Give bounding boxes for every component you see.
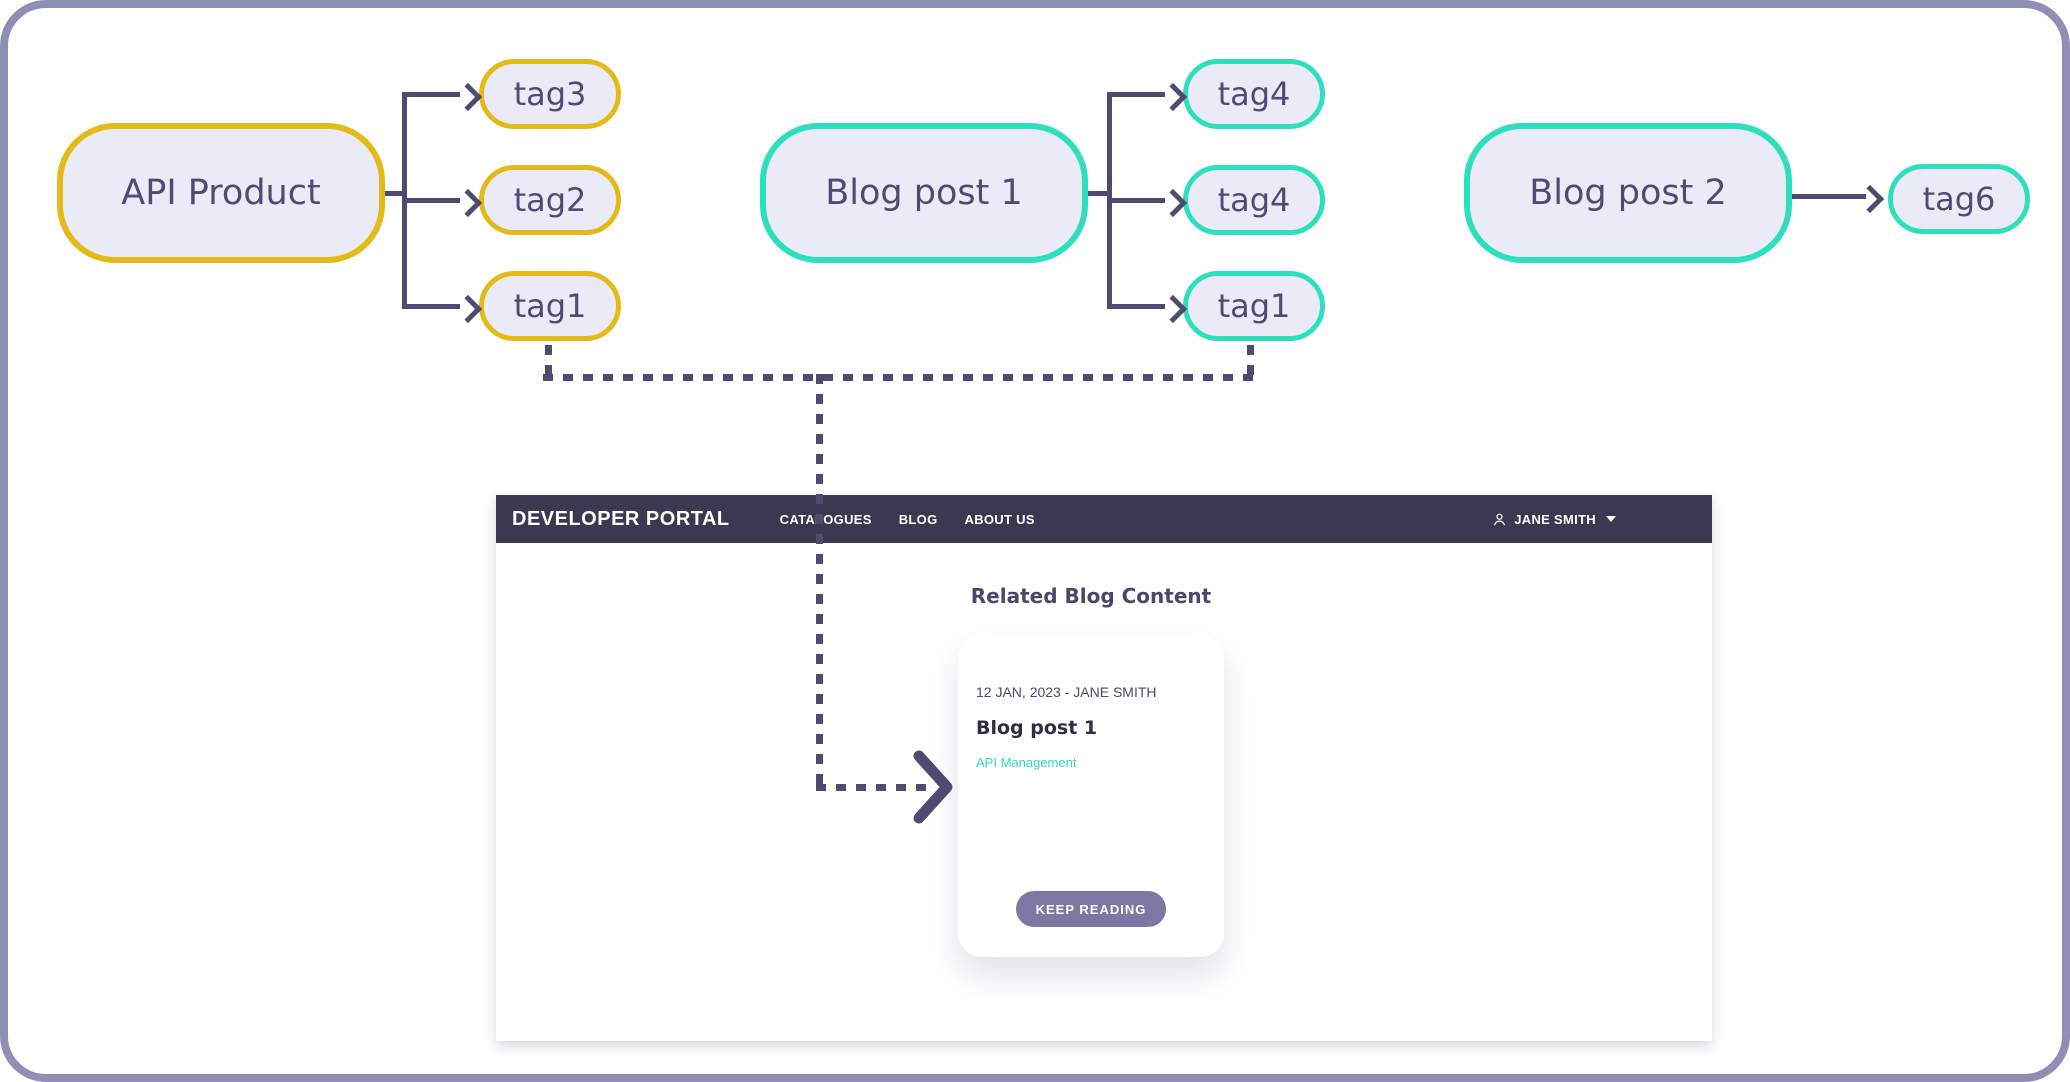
tag-pill: tag3 <box>479 59 621 129</box>
connector-line <box>1107 198 1165 203</box>
node-label: API Product <box>121 173 321 213</box>
tag-label: tag4 <box>1217 75 1291 113</box>
portal-navbar: DEVELOPER PORTAL CATALOGUES BLOG ABOUT U… <box>496 495 1712 543</box>
user-name: JANE SMITH <box>1514 511 1596 527</box>
node-blog-post-1: Blog post 1 <box>760 123 1088 263</box>
connector-line <box>1792 194 1866 199</box>
node-label: Blog post 1 <box>825 173 1023 213</box>
connector-line <box>1107 92 1165 97</box>
nav-item-about-us[interactable]: ABOUT US <box>964 511 1035 527</box>
connector-line <box>402 198 460 203</box>
tag-label: tag4 <box>1217 181 1291 219</box>
keep-reading-button[interactable]: KEEP READING <box>1016 891 1166 927</box>
tag-label: tag1 <box>513 287 587 325</box>
dotted-connector <box>545 345 552 381</box>
portal-brand[interactable]: DEVELOPER PORTAL <box>512 507 730 530</box>
nav-item-catalogues[interactable]: CATALOGUES <box>779 511 872 527</box>
tag-pill: tag4 <box>1183 59 1325 129</box>
tag-label: tag1 <box>1217 287 1291 325</box>
connector-line <box>402 304 460 309</box>
user-menu[interactable]: JANE SMITH <box>1492 512 1616 527</box>
tag-pill: tag2 <box>479 165 621 235</box>
node-api-product: API Product <box>57 123 385 263</box>
tag-pill: tag1 <box>479 271 621 341</box>
portal-nav-menu: CATALOGUES BLOG ABOUT US <box>780 512 1035 527</box>
node-label: Blog post 2 <box>1529 173 1727 213</box>
blog-card-title: Blog post 1 <box>976 717 1098 739</box>
arrowhead-icon <box>1855 184 1885 214</box>
arrowhead-icon <box>453 82 483 112</box>
arrowhead-icon <box>453 188 483 218</box>
blog-card: 12 JAN, 2023 - JANE SMITH Blog post 1 AP… <box>958 635 1224 957</box>
dotted-arrow-head-icon <box>913 750 953 824</box>
blog-card-meta: 12 JAN, 2023 - JANE SMITH <box>976 684 1157 700</box>
connector-line <box>1088 191 1112 196</box>
dotted-connector <box>1247 345 1254 381</box>
tag-pill: tag4 <box>1183 165 1325 235</box>
user-icon <box>1494 513 1506 525</box>
tag-pill: tag1 <box>1183 271 1325 341</box>
node-blog-post-2: Blog post 2 <box>1464 123 1792 263</box>
tag-label: tag2 <box>513 181 587 219</box>
tag-label: tag6 <box>1922 180 1996 218</box>
tag-label: tag3 <box>513 75 587 113</box>
connector-line <box>402 92 460 97</box>
tag-pill: tag6 <box>1888 164 2030 234</box>
dotted-connector <box>816 784 936 791</box>
dotted-connector <box>816 374 823 791</box>
arrowhead-icon <box>453 294 483 324</box>
connector-line <box>1107 304 1165 309</box>
section-title: Related Blog Content <box>970 584 1212 608</box>
blog-card-tag-link[interactable]: API Management <box>976 755 1077 770</box>
dotted-connector <box>543 374 1257 381</box>
chevron-down-icon <box>1606 516 1616 522</box>
connector-line <box>385 191 407 196</box>
nav-item-blog[interactable]: BLOG <box>898 511 938 527</box>
